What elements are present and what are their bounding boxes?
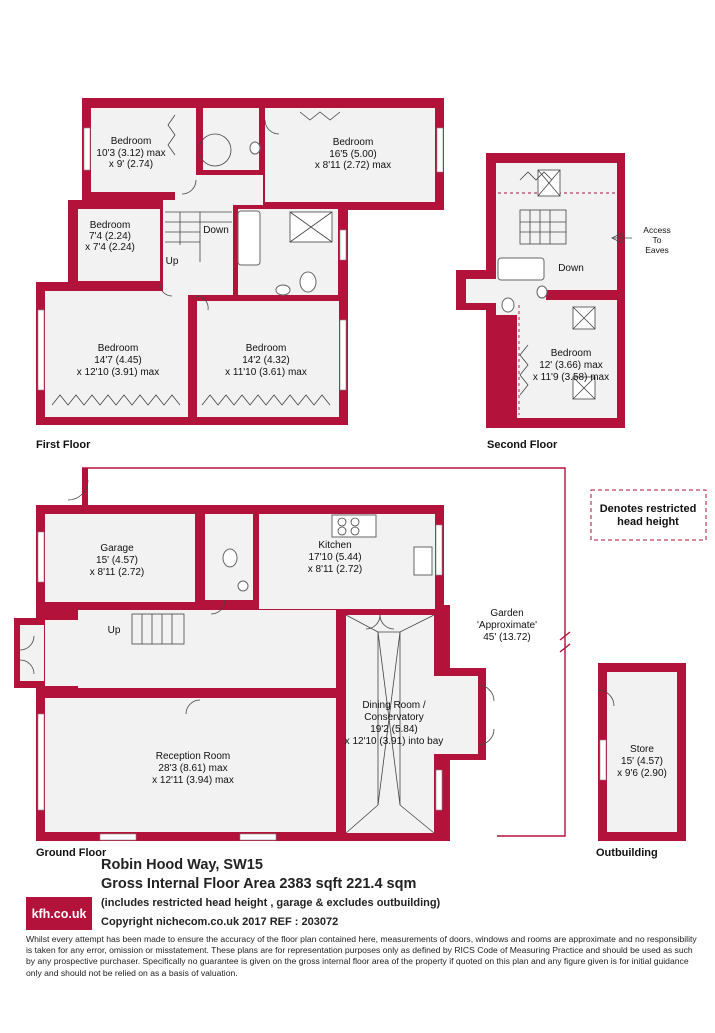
store-dim2: x 9'6 (2.90): [617, 768, 667, 779]
first-floor-caption: First Floor: [36, 439, 91, 451]
first-floor-plan: [36, 98, 444, 425]
disclaimer-text: Whilst every attempt has been made to en…: [26, 934, 697, 978]
ground-floor-plan: [14, 467, 571, 841]
outbuilding-caption: Outbuilding: [596, 847, 658, 859]
dining-dim1: 19'2 (5.84): [370, 724, 418, 735]
bedroom-3-dim2: x 7'4 (2.24): [85, 242, 135, 253]
bedroom-6-name: Bedroom: [551, 348, 592, 359]
garage-dim1: 15' (4.57): [96, 555, 138, 566]
room-labels: Bedroom 10'3 (3.12) max x 9' (2.74) Bedr…: [77, 136, 671, 786]
stairs-up-label-first: Up: [166, 256, 179, 267]
dining-name-1: Dining Room /: [362, 700, 426, 711]
restricted-height-legend: Denotes restricted head height: [590, 489, 707, 541]
bedroom-5-dim2: x 11'10 (3.61) max: [225, 367, 307, 378]
dining-dim2: x 12'10 (3.91) into bay: [345, 736, 444, 747]
store-name: Store: [630, 744, 654, 755]
ground-floor-caption: Ground Floor: [36, 847, 107, 859]
bedroom-3-name: Bedroom: [90, 220, 131, 231]
garden-dim1: 'Approximate': [477, 620, 537, 631]
reception-name: Reception Room: [156, 751, 230, 762]
dining-name-2: Conservatory: [364, 712, 423, 723]
bedroom-6-dim1: 12' (3.66) max: [539, 360, 603, 371]
bedroom-5-name: Bedroom: [246, 343, 287, 354]
garden-dim2: 45' (13.72): [483, 632, 531, 643]
second-floor-caption: Second Floor: [487, 439, 558, 451]
property-address: Robin Hood Way, SW15: [101, 857, 263, 873]
store-dim1: 15' (4.57): [621, 756, 663, 767]
garage-name: Garage: [100, 543, 134, 554]
eaves-label-1: Access: [643, 225, 670, 235]
kitchen-dim1: 17'10 (5.44): [308, 552, 361, 563]
eaves-label-2: To: [653, 235, 662, 245]
reception-dim2: x 12'11 (3.94) max: [152, 775, 234, 786]
reception-dim1: 28'3 (8.61) max: [158, 763, 227, 774]
eaves-label-3: Eaves: [645, 245, 669, 255]
outbuilding-plan: [597, 663, 686, 841]
bedroom-4-dim1: 14'7 (4.45): [94, 355, 142, 366]
bedroom-6-dim2: x 11'9 (3.58) max: [533, 372, 609, 383]
kitchen-dim2: x 8'11 (2.72): [308, 564, 363, 575]
kitchen-name: Kitchen: [318, 540, 351, 551]
bedroom-1-dim2: x 9' (2.74): [109, 159, 153, 170]
bedroom-2-dim2: x 8'11 (2.72) max: [315, 160, 391, 171]
garden-name: Garden: [490, 608, 523, 619]
gross-internal-area: Gross Internal Floor Area 2383 sqft 221.…: [101, 876, 417, 892]
stairs-down-label-second: Down: [558, 263, 584, 274]
second-floor-plan: [456, 153, 632, 428]
bedroom-3-dim1: 7'4 (2.24): [89, 231, 131, 242]
bedroom-2-dim1: 16'5 (5.00): [329, 149, 377, 160]
stairs-up-label-ground: Up: [108, 625, 121, 636]
legend-line-1: Denotes restricted: [600, 503, 697, 515]
copyright-notice: Copyright nichecom.co.uk 2017 REF : 2030…: [101, 916, 339, 928]
legend-line-2: head height: [617, 516, 679, 528]
bedroom-1-name: Bedroom: [111, 136, 152, 147]
bedroom-2-name: Bedroom: [333, 137, 374, 148]
area-inclusions-note: (includes restricted head height , garag…: [101, 897, 441, 909]
kfh-logo: kfh.co.uk: [26, 897, 92, 930]
bedroom-5-dim1: 14'2 (4.32): [242, 355, 290, 366]
garage-dim2: x 8'11 (2.72): [90, 567, 145, 578]
bedroom-4-name: Bedroom: [98, 343, 139, 354]
bedroom-4-dim2: x 12'10 (3.91) max: [77, 367, 160, 378]
bedroom-1-dim1: 10'3 (3.12) max: [96, 148, 165, 159]
stairs-down-label-first: Down: [203, 225, 229, 236]
